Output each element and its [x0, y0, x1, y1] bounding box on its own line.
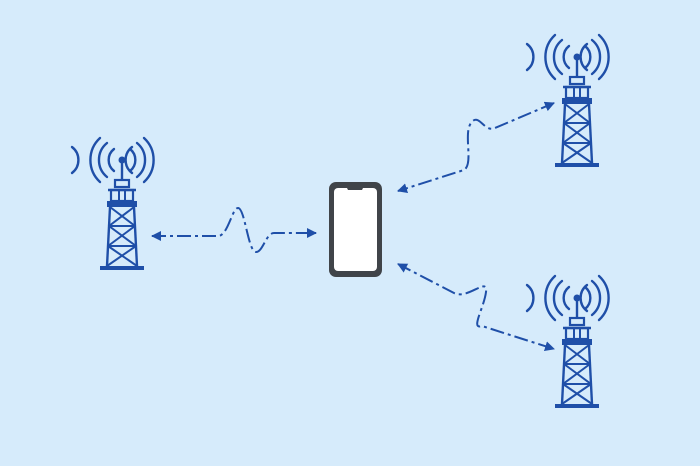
- link-bottom-right-to-phone: [397, 263, 555, 352]
- smartphone-icon: [329, 182, 382, 277]
- link-top-right-to-phone: [397, 101, 555, 194]
- link-left-to-phone: [151, 206, 317, 254]
